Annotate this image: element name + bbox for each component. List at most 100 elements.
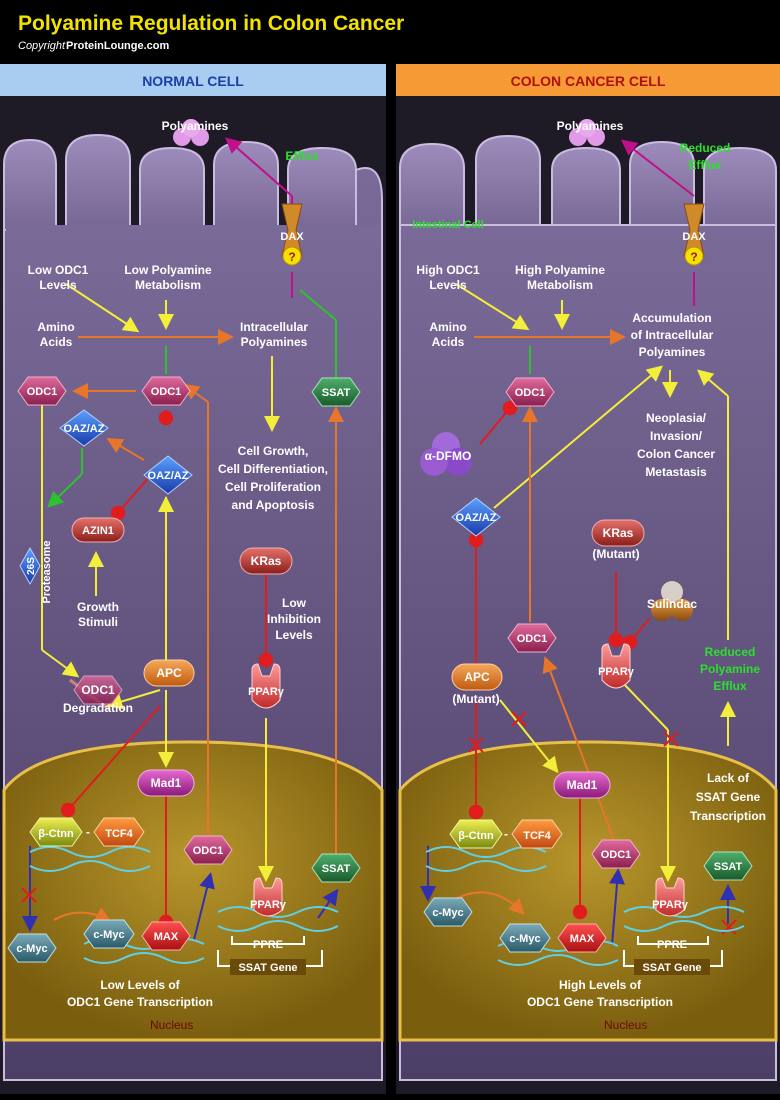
cancer-block-marks [468,711,737,935]
normal-efflux-label: Efflux [285,149,319,163]
normal-ssat-gene-label: SSAT Gene [238,962,297,974]
svg-text:KRas: KRas [251,554,282,568]
cancer-polyamines-label: Polyamines [557,119,624,133]
cancer-dfmo: α-DFMO [420,432,472,476]
normal-b-ctnn: β-Ctnn [29,817,83,847]
svg-text:α-DFMO: α-DFMO [425,449,472,463]
svg-text:ODC1: ODC1 [517,633,548,645]
svg-text:ODC1: ODC1 [193,845,224,857]
cancer-mad1: Mad1 [553,771,611,799]
normal-edges [22,137,344,941]
cancer-ppar-nucleus: PPARγ [652,877,689,917]
svg-text:Mad1: Mad1 [567,778,598,792]
svg-text:?: ? [690,250,697,264]
normal-dax-label: DAX [280,231,304,243]
svg-text:c-Myc: c-Myc [509,933,540,945]
normal-oaz-center: OAZ/AZ [143,455,193,495]
normal-dna-ctnn [29,846,151,872]
cancer-edges [420,139,736,946]
normal-max: MAX [141,921,191,951]
normal-cell-effects: Cell Growth,Cell Differentiation,Cell Pr… [218,444,328,512]
normal-oaz-left: OAZ/AZ [59,409,109,447]
svg-text:MAX: MAX [154,931,179,943]
cancer-odc1-nucleus: ODC1 [591,839,641,869]
cancer-odc1-top: ODC1 [505,377,555,407]
svg-text:MAX: MAX [570,933,595,945]
svg-text:c-Myc: c-Myc [16,943,47,955]
svg-text:ODC1: ODC1 [601,849,632,861]
svg-text:TCF4: TCF4 [523,830,551,842]
main-title: Polyamine Regulation in Colon Cancer [18,12,404,35]
normal-cell-panel: NORMAL CELL Nucleus [0,64,386,1094]
svg-text:PPARγ: PPARγ [250,899,287,911]
normal-26s-proteasome: 26S Proteasome [19,541,53,604]
copyright-brand: ProteinLounge.com [66,40,170,52]
normal-nucleus-label: Nucleus [150,1018,193,1032]
cancer-kras-mutant: (Mutant) [592,547,639,561]
svg-text:PPARγ: PPARγ [598,666,635,678]
svg-text:SSAT: SSAT [322,387,351,399]
cancer-b-ctnn: β-Ctnn [449,819,503,849]
normal-ssat-top: SSAT [311,377,361,407]
cancer-max: MAX [557,923,607,953]
polyamines-cluster-icon [173,119,209,146]
svg-text:APC: APC [464,670,490,684]
normal-ppre-label: PPRE [253,939,283,951]
svg-text:β-Ctnn: β-Ctnn [458,830,494,842]
cancer-apc-mutant: (Mutant) [452,692,499,706]
normal-mad1: Mad1 [137,769,195,797]
normal-c-myc-free: c-Myc [7,933,57,963]
normal-odc1-degradation-node [73,675,123,705]
svg-text:OAZ/AZ: OAZ/AZ [148,470,189,482]
cancer-ssat-gene-label: SSAT Gene [642,962,701,974]
cancer-kras: KRas [591,519,645,547]
svg-text:PPARγ: PPARγ [652,899,689,911]
cancer-dna-ppre [623,906,745,932]
cancer-ssat-gene-box [634,959,710,975]
svg-text:c-Myc: c-Myc [432,907,463,919]
normal-odc1-top: ODC1 [141,376,191,406]
svg-text:ODC1: ODC1 [515,387,546,399]
cancer-dax-label: DAX [682,231,706,243]
svg-text:Mad1: Mad1 [151,776,182,790]
normal-ppar: PPARγ [248,663,285,709]
svg-text:OAZ/AZ: OAZ/AZ [456,512,497,524]
normal-odc1-left: ODC1 [17,376,67,406]
cancer-ppar: PPARγ [598,643,635,689]
cancer-dax-transporter-icon: ? [683,203,705,266]
normal-odc1-nucleus: ODC1 [183,835,233,865]
cancer-apc: APC [451,663,503,691]
normal-apc: APC [143,659,195,687]
normal-ppar-nucleus: PPARγ [250,877,287,917]
svg-text:c-Myc: c-Myc [93,929,124,941]
cancer-sulindac-label: Sulindac [647,597,697,611]
normal-polyamines-label: Polyamines [162,119,229,133]
cancer-panel-title: COLON CANCER CELL [511,73,666,89]
dax-transporter-icon: ? [281,203,303,266]
cancer-odc1-mid: ODC1 [507,623,557,653]
svg-text:?: ? [288,250,295,264]
svg-text:Proteasome: Proteasome [41,541,53,604]
svg-text:TCF4: TCF4 [105,828,133,840]
svg-text:APC: APC [156,666,182,680]
normal-panel-title: NORMAL CELL [142,73,244,89]
cancer-tcf4: TCF4 [511,819,563,849]
svg-text:β-Ctnn: β-Ctnn [38,828,74,840]
normal-tcf4: TCF4 [93,817,145,847]
